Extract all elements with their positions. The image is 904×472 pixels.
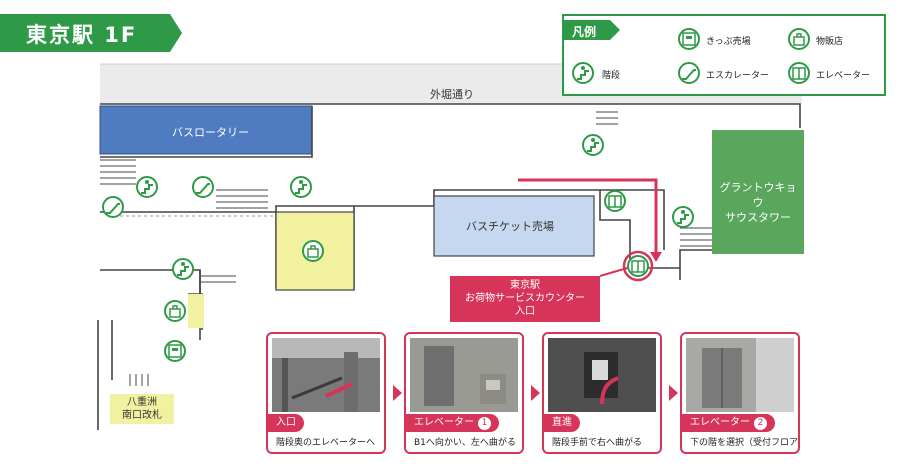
bus-rotary-label: バスロータリー [172,126,249,139]
ticket-office-icon [678,28,700,50]
elevator-highlight-ring [622,250,654,282]
legend-item-ticket-office: きっぷ売場 [706,37,751,47]
page-title: 東京駅 1F [26,23,138,47]
legend-item-shop: 物販店 [816,37,844,47]
step-arrow-3 [669,385,678,401]
step-tag-2: エレベーター 1 [406,414,499,432]
elevator-icon [604,190,626,212]
elevator-icon [788,62,810,84]
escalator-icon [102,196,124,218]
stairs-icon [172,258,194,280]
escalator-icon [678,62,700,84]
step-card-4: エレベーター 2 下の階を選択（受付フロア） [680,332,800,454]
shop-area-small [188,294,204,328]
step-tag-4-text: エレベーター [690,417,750,428]
shop-icon [302,240,324,262]
shop-icon [164,300,186,322]
elevator-icon [627,255,649,277]
step-card-1: 入口 階段奥のエレベーターへ [266,332,386,454]
stairs-icon [572,62,594,84]
legend-item-stairs: 階段 [602,71,621,81]
legend-tag [564,20,620,40]
step-tag-2-text: エレベーター [414,417,474,428]
gate-label-bg [110,394,174,424]
escalator-icon [192,176,214,198]
step-photo-elevator-2 [686,338,794,412]
step-arrow-2 [531,385,540,401]
legend-box [562,14,886,96]
bus-rotary-area [99,105,313,155]
step-photo-corridor [548,338,656,412]
title-banner [0,14,182,52]
stairs-icon [672,206,694,228]
service-counter-label: 東京駅 お荷物サービスカウンター 入口 [465,280,585,317]
route-arrow [518,178,658,252]
stairs-mark-5 [200,275,236,283]
gate-barriers [129,374,149,386]
step-photo-entrance [272,338,380,412]
step-card-2: エレベーター 1 B1へ向かい、左へ曲がる [404,332,524,454]
bus-ticket-office-area [433,195,595,257]
step-caption-3: 階段手前で右へ曲がる [552,438,643,448]
shop-icon [788,28,810,50]
stairs-icon [136,176,158,198]
step-tag-4: エレベーター 2 [682,414,775,432]
step-tag-1: 入口 [268,414,304,432]
step-caption-1: 階段奥のエレベーターへ [276,438,376,448]
step-badge-2: 2 [754,417,767,430]
legend-item-elevator: エレベーター [816,71,871,81]
step-tag-3: 直進 [544,414,580,432]
stairs-mark-3 [596,111,618,125]
stairs-mark-1 [100,159,136,185]
legend-heading: 凡例 [572,25,597,39]
stairs-mark-2 [216,189,268,209]
step-badge-1: 1 [478,417,491,430]
tower-area [712,130,804,254]
stairs-icon [290,176,312,198]
stairs-mark-4 [680,227,712,247]
stairs-icon [582,134,604,156]
ticket-office-icon [164,340,186,362]
tower-label: グラントウキョウ サウスタワー [719,181,797,224]
street-label: 外堀通り [430,88,474,101]
step-arrow-1 [393,385,402,401]
step-card-3: 直進 階段手前で右へ曲がる [542,332,662,454]
gate-label: 八重洲 南口改札 [122,397,162,421]
bus-ticket-office-label: バスチケット売場 [466,220,554,233]
step-photo-elevator-1 [410,338,518,412]
service-counter-box [450,276,600,322]
step-caption-4: 下の階を選択（受付フロア） [690,438,800,448]
step-caption-2: B1へ向かい、左へ曲がる [414,438,516,448]
legend-item-escalator: エスカレーター [706,71,770,81]
